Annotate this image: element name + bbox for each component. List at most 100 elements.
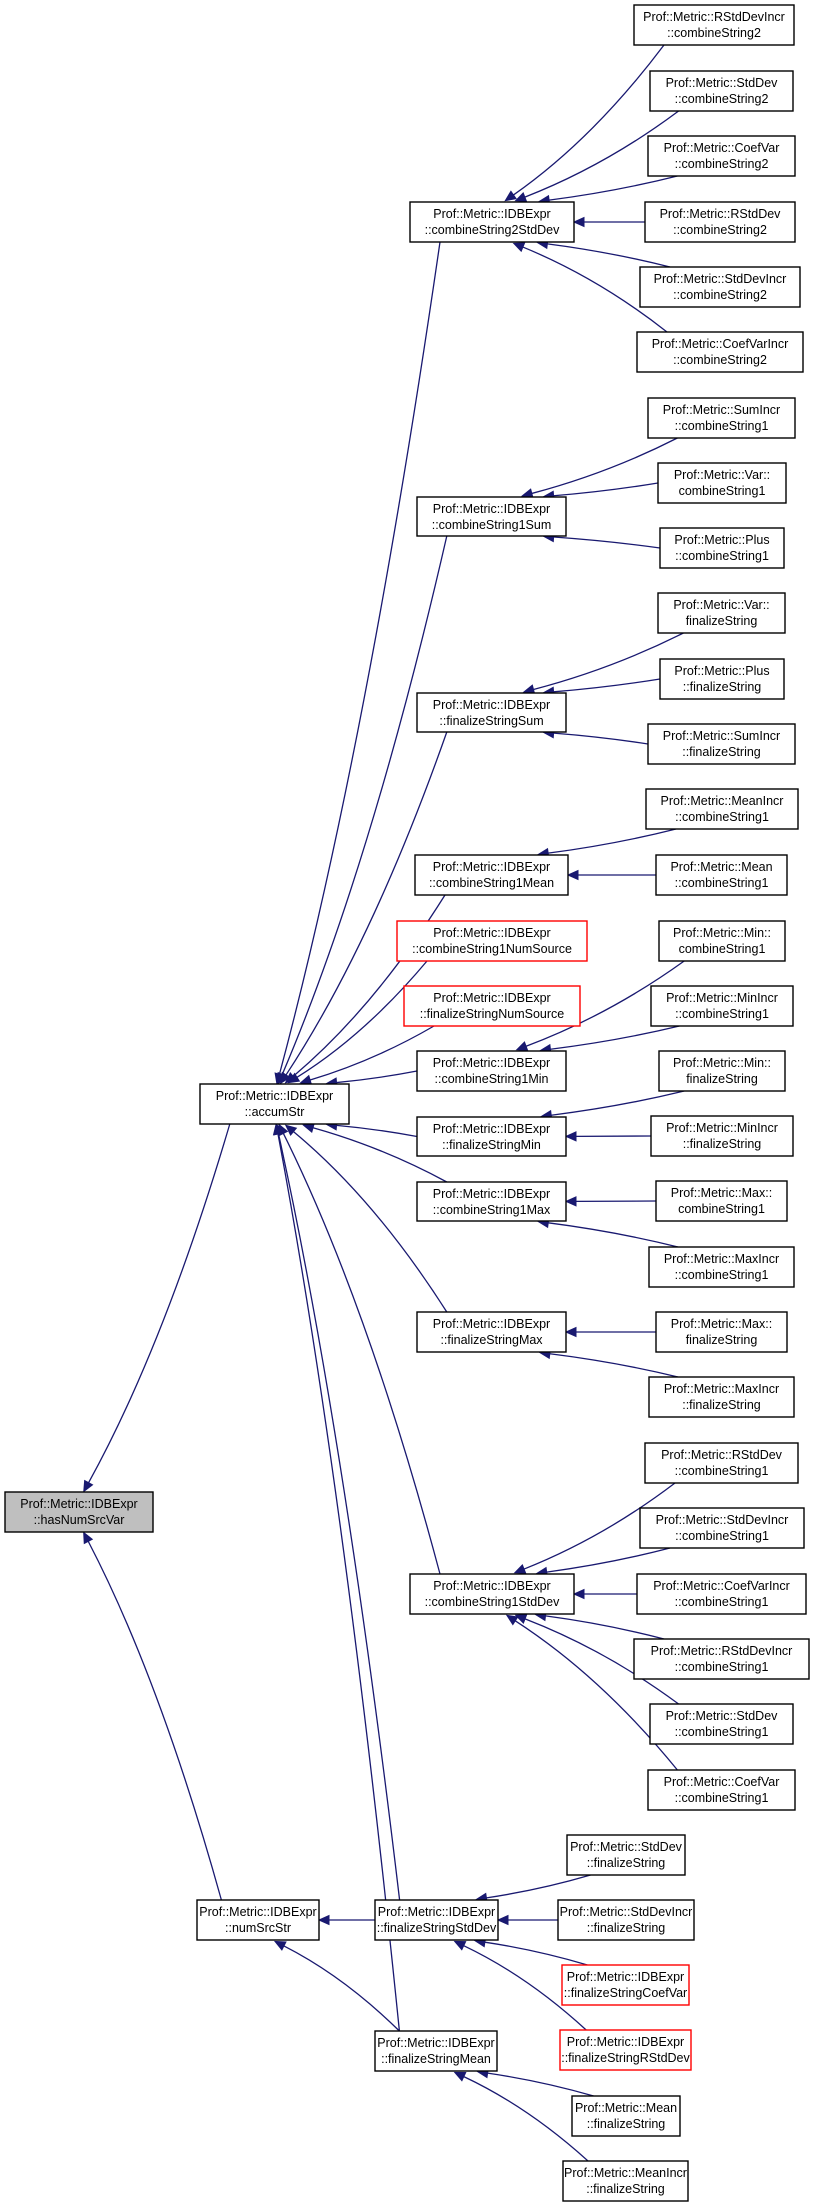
node-mean-incr-cs1[interactable]: Prof::Metric::MeanIncr::combineString1 <box>645 788 799 830</box>
node-fs-coef-var[interactable]: Prof::Metric::IDBExpr::finalizeStringCoe… <box>561 1964 690 2006</box>
node-box[interactable] <box>409 201 575 243</box>
node-min-cs1[interactable]: Prof::Metric::Min::combineString1 <box>658 920 786 962</box>
node-box[interactable] <box>647 397 796 439</box>
node-box[interactable] <box>561 1964 690 2006</box>
node-box[interactable] <box>655 1180 788 1222</box>
node-box[interactable] <box>396 920 588 962</box>
node-min-incr-cs1[interactable]: Prof::Metric::MinIncr::combineString1 <box>650 985 794 1027</box>
node-box[interactable] <box>566 1834 686 1876</box>
node-box[interactable] <box>416 692 567 733</box>
node-max-incr-cs1[interactable]: Prof::Metric::MaxIncr::combineString1 <box>648 1246 795 1288</box>
node-box[interactable] <box>655 854 788 896</box>
node-std-dev-incr-fs[interactable]: Prof::Metric::StdDevIncr::finalizeString <box>557 1899 695 1941</box>
node-has-num-src-var[interactable]: Prof::Metric::IDBExpr::hasNumSrcVar <box>4 1491 154 1533</box>
node-box[interactable] <box>416 1116 567 1157</box>
node-cs1-min[interactable]: Prof::Metric::IDBExpr::combineString1Min <box>416 1050 567 1092</box>
node-box[interactable] <box>655 1311 788 1353</box>
node-box[interactable] <box>648 1376 795 1418</box>
node-fs-std-dev[interactable]: Prof::Metric::IDBExpr::finalizeStringStd… <box>374 1899 499 1941</box>
node-mean-cs1[interactable]: Prof::Metric::Mean::combineString1 <box>655 854 788 896</box>
node-box[interactable] <box>657 462 787 504</box>
node-box[interactable] <box>645 788 799 830</box>
node-box[interactable] <box>648 1246 795 1288</box>
node-var-cs1[interactable]: Prof::Metric::Var::combineString1 <box>657 462 787 504</box>
node-box[interactable] <box>650 1115 794 1157</box>
node-box[interactable] <box>658 1050 786 1092</box>
node-box[interactable] <box>416 496 567 537</box>
node-fs-min[interactable]: Prof::Metric::IDBExpr::finalizeStringMin <box>416 1116 567 1157</box>
node-box[interactable] <box>414 854 569 896</box>
node-box[interactable] <box>647 135 796 177</box>
node-max-fs[interactable]: Prof::Metric::Max::finalizeString <box>655 1311 788 1353</box>
node-box[interactable] <box>636 1573 807 1615</box>
node-box[interactable] <box>416 1181 567 1222</box>
node-rstd-dev-incr-cs1[interactable]: Prof::Metric::RStdDevIncr::combineString… <box>633 1638 810 1680</box>
node-fs-mean[interactable]: Prof::Metric::IDBExpr::finalizeStringMea… <box>374 2030 498 2072</box>
node-box[interactable] <box>659 658 785 700</box>
node-box[interactable] <box>649 70 794 112</box>
node-accum-str[interactable]: Prof::Metric::IDBExpr::accumStr <box>199 1083 350 1125</box>
node-box[interactable] <box>659 527 785 569</box>
node-std-dev-cs1[interactable]: Prof::Metric::StdDev::combineString1 <box>649 1703 794 1745</box>
node-max-cs1[interactable]: Prof::Metric::Max::combineString1 <box>655 1180 788 1222</box>
node-box[interactable] <box>199 1083 350 1125</box>
node-box[interactable] <box>649 1703 794 1745</box>
node-box[interactable] <box>650 985 794 1027</box>
node-cs1-sum[interactable]: Prof::Metric::IDBExpr::combineString1Sum <box>416 496 567 537</box>
node-fs-max[interactable]: Prof::Metric::IDBExpr::finalizeStringMax <box>416 1311 567 1353</box>
node-std-dev-incr-cs1[interactable]: Prof::Metric::StdDevIncr::combineString1 <box>639 1507 805 1549</box>
node-rstd-dev-cs2[interactable]: Prof::Metric::RStdDev::combineString2 <box>644 201 796 243</box>
node-std-dev-fs[interactable]: Prof::Metric::StdDev::finalizeString <box>566 1834 686 1876</box>
node-box[interactable] <box>416 1050 567 1092</box>
node-num-src-str[interactable]: Prof::Metric::IDBExpr::numSrcStr <box>196 1899 320 1941</box>
node-box[interactable] <box>647 723 796 765</box>
node-coef-var-cs1[interactable]: Prof::Metric::CoefVar::combineString1 <box>647 1769 796 1811</box>
node-std-dev-incr-cs2[interactable]: Prof::Metric::StdDevIncr::combineString2 <box>639 266 801 308</box>
node-mean-fs[interactable]: Prof::Metric::Mean::finalizeString <box>571 2095 681 2137</box>
node-box[interactable] <box>658 920 786 962</box>
node-coef-var-incr-cs1[interactable]: Prof::Metric::CoefVarIncr::combineString… <box>636 1573 807 1615</box>
node-box[interactable] <box>416 1311 567 1353</box>
node-box[interactable] <box>562 2160 689 2202</box>
node-rstd-dev-cs1[interactable]: Prof::Metric::RStdDev::combineString1 <box>644 1442 799 1484</box>
node-var-fs[interactable]: Prof::Metric::Var::finalizeString <box>657 592 786 634</box>
node-min-incr-fs[interactable]: Prof::Metric::MinIncr::finalizeString <box>650 1115 794 1157</box>
node-cs1-std-dev[interactable]: Prof::Metric::IDBExpr::combineString1Std… <box>409 1573 575 1615</box>
node-cs2-std-dev[interactable]: Prof::Metric::IDBExpr::combineString2Std… <box>409 201 575 243</box>
node-min-fs[interactable]: Prof::Metric::Min::finalizeString <box>658 1050 786 1092</box>
node-box[interactable] <box>633 4 795 46</box>
node-fs-num-source[interactable]: Prof::Metric::IDBExpr::finalizeStringNum… <box>403 985 581 1027</box>
node-cs1-max[interactable]: Prof::Metric::IDBExpr::combineString1Max <box>416 1181 567 1222</box>
node-box[interactable] <box>639 1507 805 1549</box>
node-plus-fs[interactable]: Prof::Metric::Plus::finalizeString <box>659 658 785 700</box>
node-box[interactable] <box>403 985 581 1027</box>
node-box[interactable] <box>639 266 801 308</box>
node-sum-incr-fs[interactable]: Prof::Metric::SumIncr::finalizeString <box>647 723 796 765</box>
node-box[interactable] <box>4 1491 154 1533</box>
node-cs1-num-source[interactable]: Prof::Metric::IDBExpr::combineString1Num… <box>396 920 588 962</box>
node-box[interactable] <box>557 1899 695 1941</box>
node-coef-var-cs2[interactable]: Prof::Metric::CoefVar::combineString2 <box>647 135 796 177</box>
node-box[interactable] <box>196 1899 320 1941</box>
node-max-incr-fs[interactable]: Prof::Metric::MaxIncr::finalizeString <box>648 1376 795 1418</box>
node-fs-rstd-dev[interactable]: Prof::Metric::IDBExpr::finalizeStringRSt… <box>559 2029 692 2071</box>
node-sum-incr-cs1[interactable]: Prof::Metric::SumIncr::combineString1 <box>647 397 796 439</box>
node-box[interactable] <box>559 2029 692 2071</box>
node-box[interactable] <box>374 2030 498 2072</box>
node-box[interactable] <box>409 1573 575 1615</box>
node-box[interactable] <box>644 1442 799 1484</box>
node-box[interactable] <box>374 1899 499 1941</box>
node-plus-cs1[interactable]: Prof::Metric::Plus::combineString1 <box>659 527 785 569</box>
node-box[interactable] <box>647 1769 796 1811</box>
node-cs1-mean[interactable]: Prof::Metric::IDBExpr::combineString1Mea… <box>414 854 569 896</box>
node-rstd-dev-incr-cs2[interactable]: Prof::Metric::RStdDevIncr::combineString… <box>633 4 795 46</box>
node-box[interactable] <box>633 1638 810 1680</box>
node-fs-sum[interactable]: Prof::Metric::IDBExpr::finalizeStringSum <box>416 692 567 733</box>
node-box[interactable] <box>657 592 786 634</box>
node-box[interactable] <box>644 201 796 243</box>
node-coef-var-incr-cs2[interactable]: Prof::Metric::CoefVarIncr::combineString… <box>636 331 804 373</box>
node-std-dev-cs2[interactable]: Prof::Metric::StdDev::combineString2 <box>649 70 794 112</box>
node-box[interactable] <box>636 331 804 373</box>
node-mean-incr-fs[interactable]: Prof::Metric::MeanIncr::finalizeString <box>562 2160 689 2202</box>
node-box[interactable] <box>571 2095 681 2137</box>
